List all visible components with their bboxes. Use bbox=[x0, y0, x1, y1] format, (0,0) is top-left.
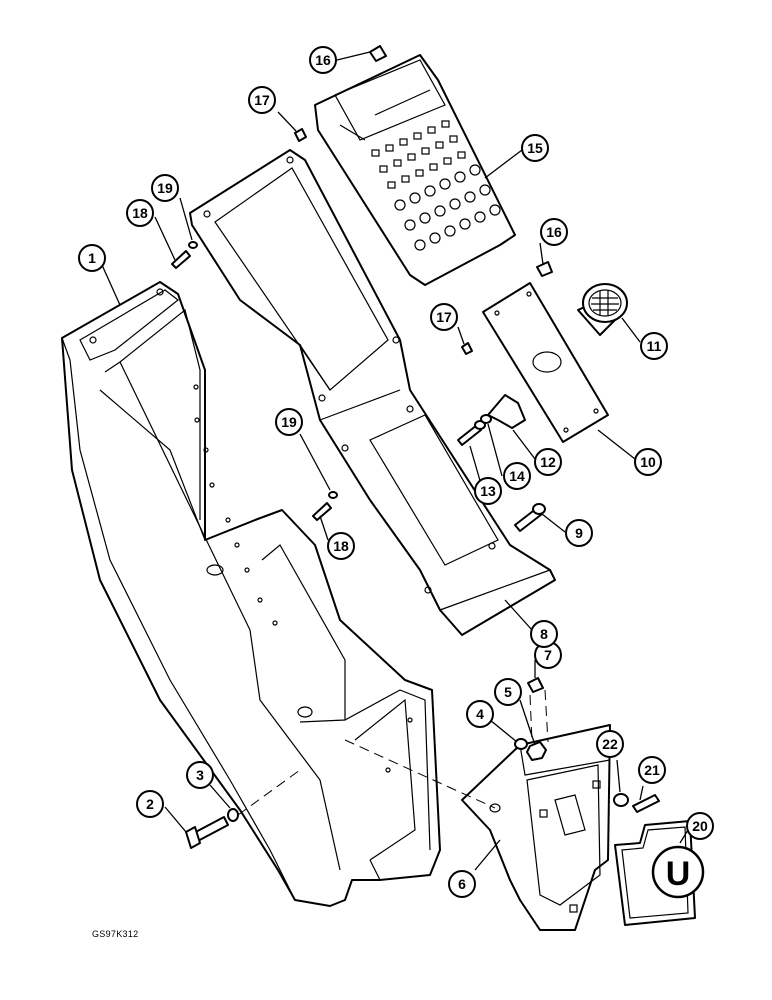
fastener-hardware bbox=[171, 45, 660, 849]
callout-label: 8 bbox=[540, 626, 548, 642]
callout-label: 2 bbox=[146, 796, 154, 812]
callout-18: 18 bbox=[126, 199, 154, 227]
callout-4: 4 bbox=[466, 700, 494, 728]
callout-label: 5 bbox=[504, 684, 512, 700]
callout-label: 18 bbox=[333, 538, 349, 554]
callout-label: 4 bbox=[476, 706, 484, 722]
u-symbol-badge: U bbox=[651, 845, 705, 899]
part-console-housing bbox=[61, 281, 441, 907]
callout-label: 11 bbox=[647, 338, 662, 354]
leader-lines bbox=[101, 51, 689, 871]
callout-label: 16 bbox=[315, 52, 331, 68]
callout-19b: 19 bbox=[275, 408, 303, 436]
part-grille bbox=[577, 283, 628, 336]
part-cover-plate bbox=[482, 282, 609, 443]
callout-14: 14 bbox=[503, 462, 531, 490]
callout-10: 10 bbox=[634, 448, 662, 476]
callout-9: 9 bbox=[565, 519, 593, 547]
callout-16b: 16 bbox=[540, 218, 568, 246]
callout-6: 6 bbox=[448, 870, 476, 898]
callout-7: 7 bbox=[534, 641, 562, 669]
callout-label: 13 bbox=[480, 483, 496, 499]
callout-16: 16 bbox=[309, 46, 337, 74]
callout-22: 22 bbox=[596, 730, 624, 758]
callout-17b: 17 bbox=[430, 303, 458, 331]
callout-1: 1 bbox=[78, 244, 106, 272]
part-keypad-module bbox=[314, 54, 516, 286]
callout-8: 8 bbox=[530, 620, 558, 648]
callout-label: 9 bbox=[575, 525, 583, 541]
callout-label: 3 bbox=[196, 767, 204, 783]
callout-label: 20 bbox=[692, 818, 708, 834]
callout-11: 11 bbox=[640, 332, 668, 360]
callout-2: 2 bbox=[136, 790, 164, 818]
callout-label: 1 bbox=[88, 250, 96, 266]
u-symbol-letter: U bbox=[666, 855, 691, 893]
callout-label: 18 bbox=[132, 205, 148, 221]
callout-label: 6 bbox=[458, 876, 466, 892]
keypad-buttons bbox=[371, 120, 501, 251]
callout-label: 15 bbox=[527, 140, 543, 156]
callout-label: 19 bbox=[281, 414, 297, 430]
callout-label: 16 bbox=[546, 224, 562, 240]
part-bracket bbox=[487, 394, 526, 429]
callout-13: 13 bbox=[474, 477, 502, 505]
callout-21: 21 bbox=[638, 756, 666, 784]
callout-18b: 18 bbox=[327, 532, 355, 560]
callout-label: 19 bbox=[157, 180, 173, 196]
callout-label: 14 bbox=[509, 468, 525, 484]
callout-label: 17 bbox=[436, 309, 452, 325]
callout-label: 22 bbox=[602, 736, 618, 752]
callout-label: 7 bbox=[544, 647, 552, 663]
callout-12: 12 bbox=[534, 448, 562, 476]
callout-label: 12 bbox=[540, 454, 556, 470]
part-lower-housing bbox=[461, 724, 611, 931]
callout-label: 10 bbox=[640, 454, 656, 470]
callout-3: 3 bbox=[186, 761, 214, 789]
part-trim-panel bbox=[189, 149, 556, 636]
callout-label: 21 bbox=[644, 762, 660, 778]
callout-15: 15 bbox=[521, 134, 549, 162]
drawing-code: GS97K312 bbox=[92, 929, 139, 939]
callout-17: 17 bbox=[248, 86, 276, 114]
callout-5: 5 bbox=[494, 678, 522, 706]
callout-label: 17 bbox=[254, 92, 270, 108]
callout-20: 20 bbox=[686, 812, 714, 840]
callout-19: 19 bbox=[151, 174, 179, 202]
